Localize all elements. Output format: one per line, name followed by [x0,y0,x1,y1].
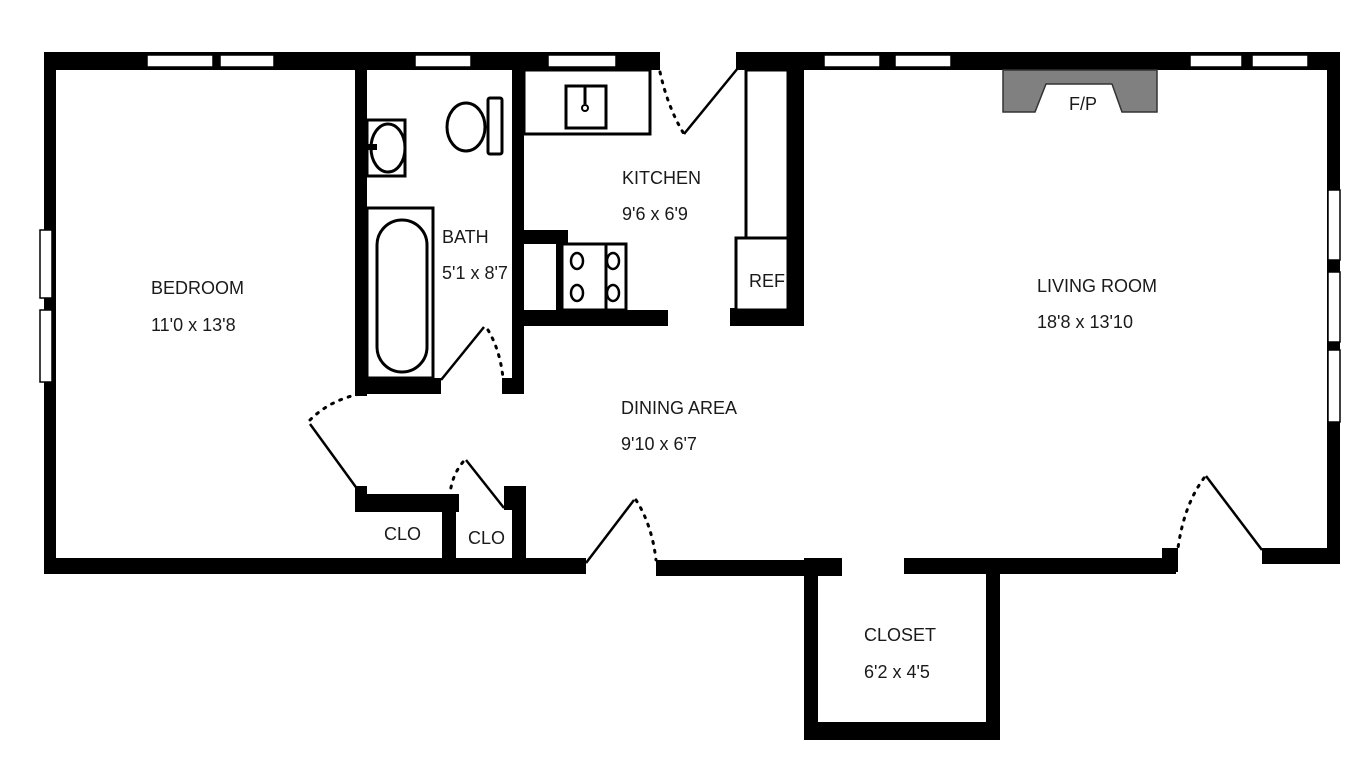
room-dining-area: DINING AREA 9'10 x 6'7 [621,398,737,454]
room-name: BEDROOM [151,278,244,298]
room-bedroom: BEDROOM 11'0 x 13'8 [151,278,244,335]
room-dimensions: 9'10 x 6'7 [621,434,697,454]
fireplace-label: F/P [1069,94,1097,114]
room-living-room: LIVING ROOM 18'8 x 13'10 [1037,276,1157,332]
room-dimensions: 5'1 x 8'7 [442,263,508,283]
walls [44,52,1340,740]
closet-2-label: CLO [468,528,505,548]
room-dimensions: 6'2 x 4'5 [864,662,930,682]
room-name: LIVING ROOM [1037,276,1157,296]
windows [39,54,1341,423]
room-kitchen: KITCHEN 9'6 x 6'9 [622,168,701,224]
fireplace-icon [1002,69,1158,113]
room-name: DINING AREA [621,398,737,418]
kitchen-fixtures [522,68,790,312]
room-name: KITCHEN [622,168,701,188]
room-closet: CLOSET 6'2 x 4'5 [864,625,936,682]
room-name: CLOSET [864,625,936,645]
doors[interactable] [308,67,1263,564]
closet-1-label: CLO [384,524,421,544]
room-dimensions: 9'6 x 6'9 [622,204,688,224]
room-dimensions: 18'8 x 13'10 [1037,312,1133,332]
room-bath: BATH 5'1 x 8'7 [442,227,508,283]
room-dimensions: 11'0 x 13'8 [151,315,236,335]
bath-fixtures [365,96,504,380]
refrigerator-label: REF [749,271,785,291]
room-name: BATH [442,227,489,247]
